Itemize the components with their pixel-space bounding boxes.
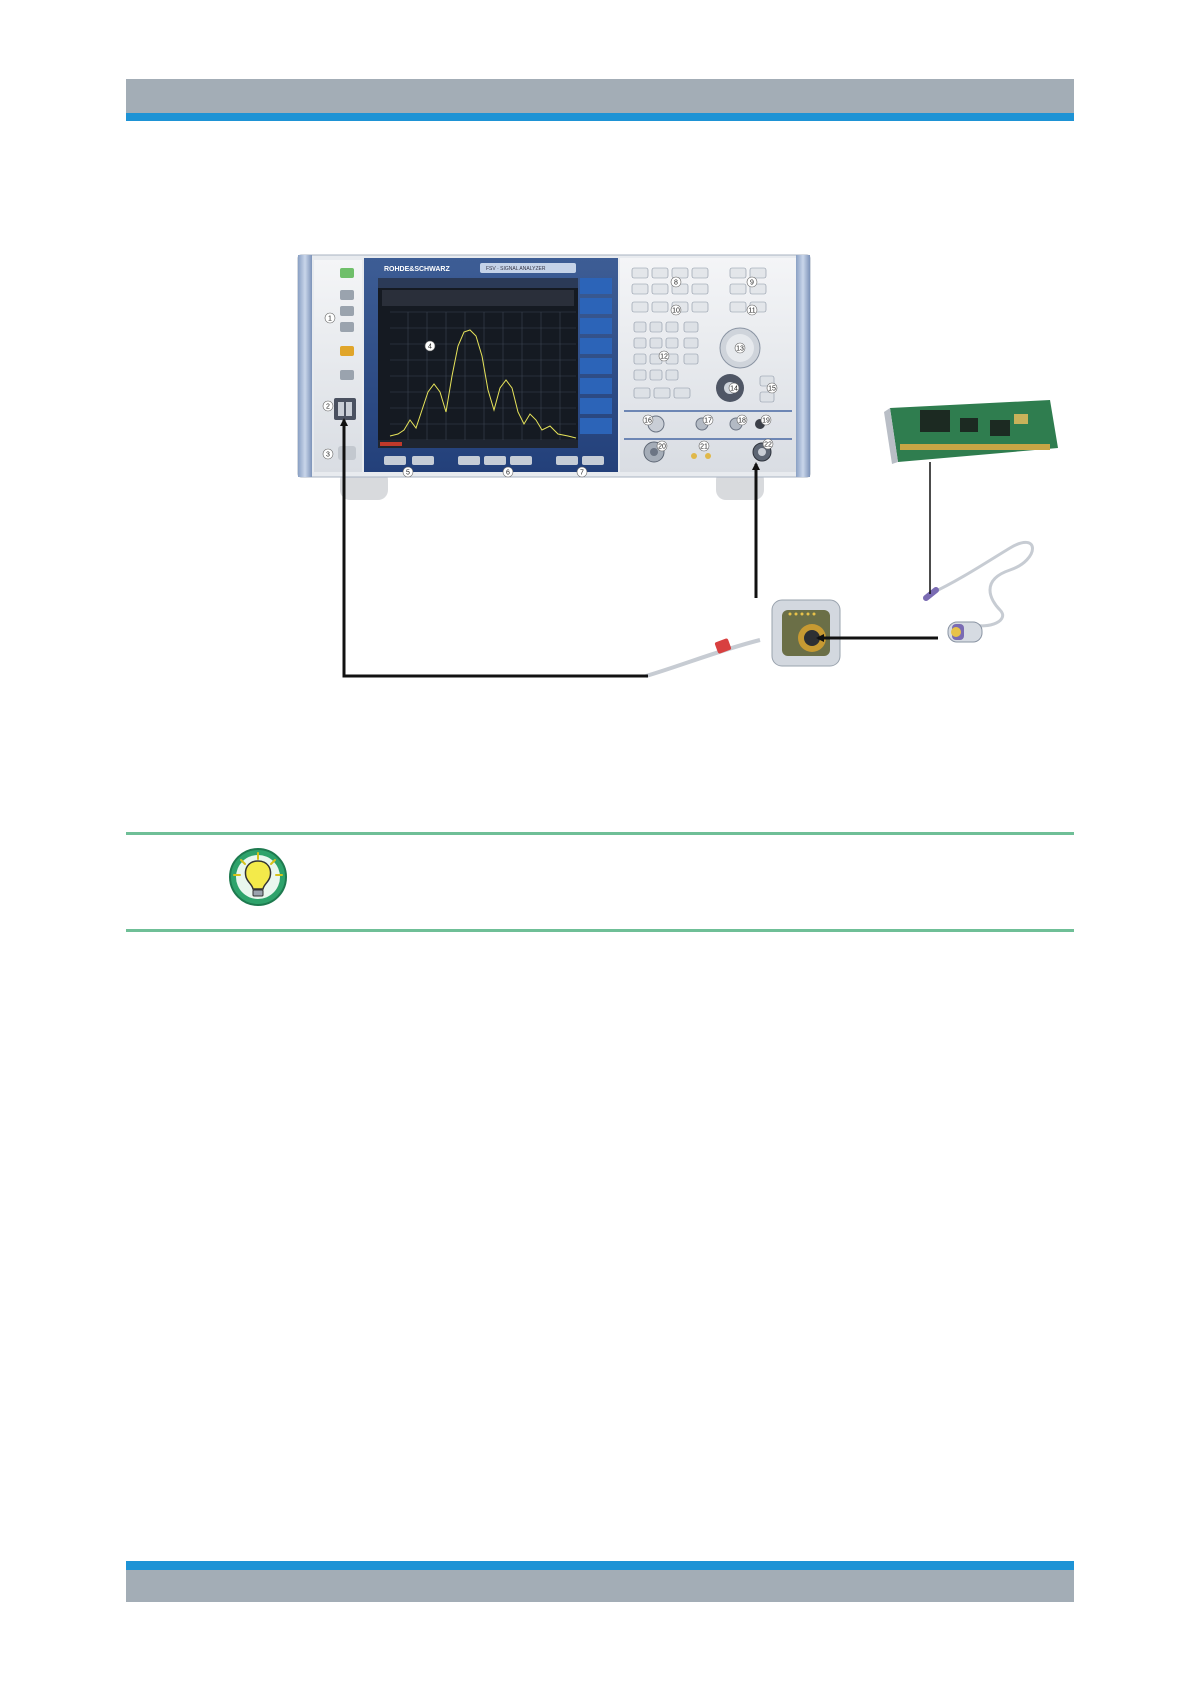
brand-label: ROHDE&SCHWARZ [384, 266, 450, 273]
svg-text:7: 7 [580, 470, 584, 477]
left-rail [298, 255, 312, 477]
svg-text:17: 17 [704, 418, 712, 425]
svg-text:3: 3 [326, 452, 330, 459]
svg-text:1: 1 [328, 316, 332, 323]
svg-text:8: 8 [674, 280, 678, 287]
phones-connector [338, 446, 356, 460]
svg-text:4: 4 [428, 344, 432, 351]
function-keys [632, 268, 766, 312]
svg-text:14: 14 [730, 386, 738, 393]
svg-text:22: 22 [764, 442, 772, 449]
footer-accent-line [126, 1561, 1074, 1570]
svg-text:13: 13 [736, 346, 744, 353]
model-label: FSV · SIGNAL ANALYZER [486, 266, 546, 272]
svg-text:15: 15 [768, 386, 776, 393]
svg-text:11: 11 [748, 308, 755, 315]
svg-text:12: 12 [660, 354, 668, 361]
power-button [340, 268, 354, 278]
tip-top-rule [126, 832, 1074, 835]
signal-analyzer: ROHDE&SCHWARZ FSV · SIGNAL ANALYZER [298, 255, 810, 500]
svg-text:10: 10 [672, 308, 680, 315]
plug-in-card [884, 400, 1058, 464]
svg-text:19: 19 [762, 418, 770, 425]
footer-bar [126, 1570, 1074, 1602]
svg-text:21: 21 [700, 444, 708, 451]
tip-bottom-rule [126, 929, 1074, 932]
svg-text:9: 9 [750, 280, 754, 287]
svg-text:6: 6 [506, 470, 510, 477]
svg-text:2: 2 [326, 404, 330, 411]
svg-text:20: 20 [658, 444, 666, 451]
setup-figure: ROHDE&SCHWARZ FSV · SIGNAL ANALYZER [0, 0, 1191, 720]
preset-button [340, 346, 354, 356]
svg-text:5: 5 [406, 470, 410, 477]
sensor-adapter [646, 600, 840, 676]
svg-text:16: 16 [644, 418, 652, 425]
power-sensor [926, 542, 1033, 642]
lightbulb-tip-icon [228, 847, 288, 907]
svg-text:18: 18 [738, 418, 746, 425]
usb-ports [334, 398, 356, 420]
right-rail [796, 255, 810, 477]
